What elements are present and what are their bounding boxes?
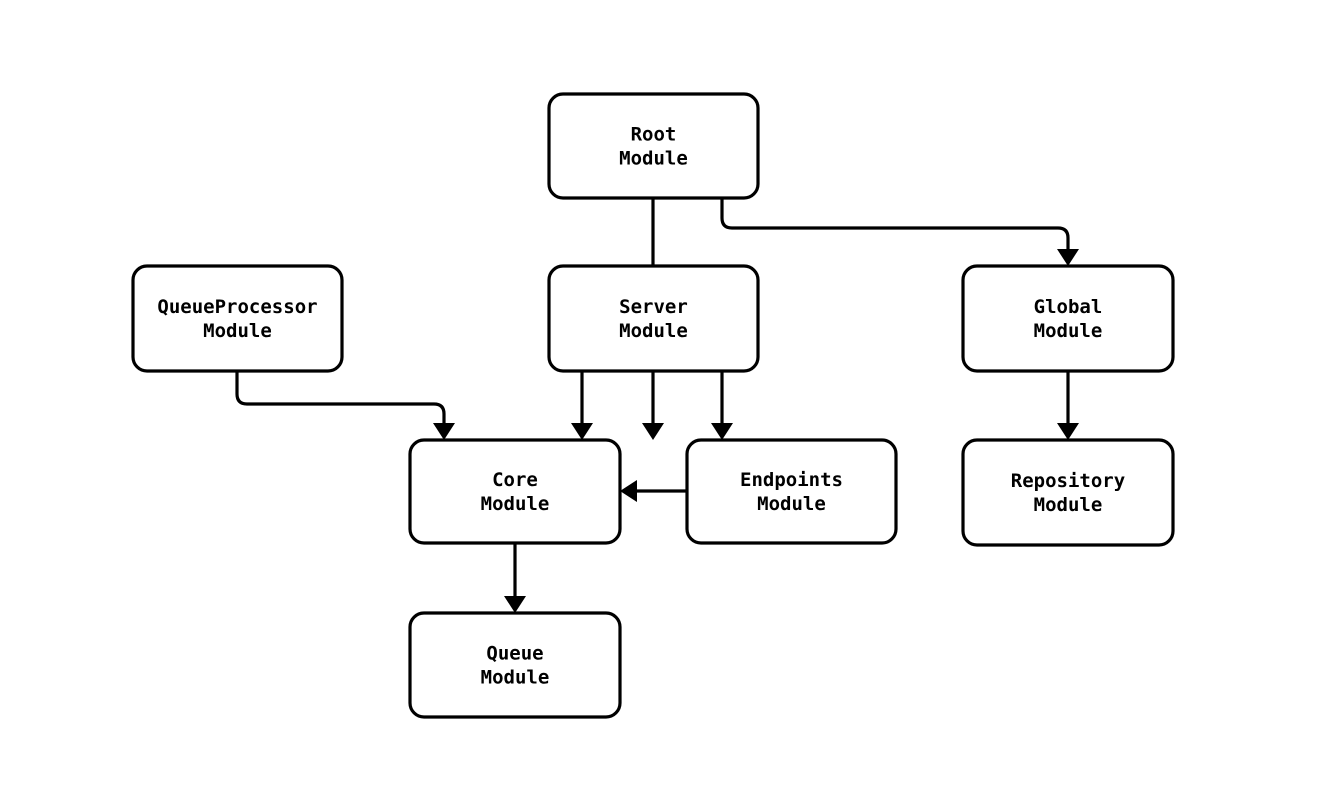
node-label-line2: Module [203,320,272,342]
edge-arrowhead [620,480,637,502]
edge-line [235,371,446,430]
node-box[interactable] [547,92,760,200]
node-box[interactable] [408,438,622,545]
node-box[interactable] [408,611,622,719]
node-layer: RootModuleQueueProcessorModuleServerModu… [131,92,1175,719]
node-label-line1: Server [619,296,688,318]
edge-arrowhead [711,423,733,440]
edge-arrowhead [433,423,455,440]
node-label-line1: Queue [486,643,543,665]
edge-arrowhead [504,596,526,613]
node-label-line1: Global [1034,296,1103,318]
edge-line [720,198,1070,256]
node-box[interactable] [961,438,1175,547]
node-box[interactable] [131,264,344,373]
node-box[interactable] [961,264,1175,373]
node-label-line2: Module [619,148,688,170]
edge-arrowhead [1057,249,1079,266]
edge-root-to-global [720,198,1079,266]
edge-server-to-core [571,371,593,440]
node-box[interactable] [547,264,760,373]
node-label-line1: Root [631,124,677,146]
node-label-line2: Module [481,493,550,515]
node-label-line2: Module [481,667,550,689]
edge-arrowhead [571,423,593,440]
node-label-line2: Module [757,493,826,515]
edge-layer [235,198,1079,613]
edge-global-to-repository [1057,371,1079,440]
edge-endpoints-to-core [620,480,687,502]
edge-server-to-endpoints [711,371,733,440]
node-label-line1: QueueProcessor [157,296,317,318]
edge-queueprocessor-to-core [235,371,455,440]
node-label-line1: Endpoints [740,469,843,491]
node-label-line1: Core [492,469,538,491]
node-label-line1: Repository [1011,470,1125,492]
node-box[interactable] [685,438,898,545]
node-label-line2: Module [619,320,688,342]
edge-core-to-queue [504,543,526,613]
node-label-line2: Module [1034,320,1103,342]
edge-arrowhead [642,423,664,440]
edge-arrowhead [1057,423,1079,440]
node-label-line2: Module [1034,494,1103,516]
